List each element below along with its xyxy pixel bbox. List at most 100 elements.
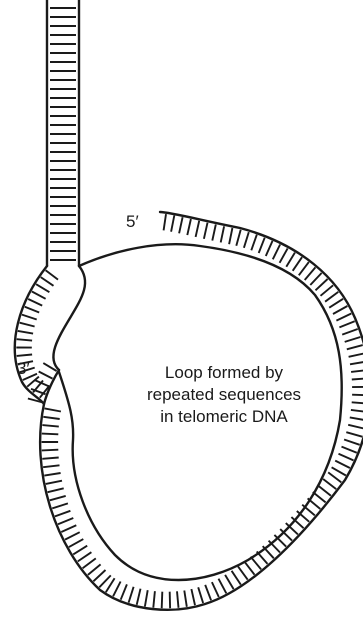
base-pair-rung [42,450,59,451]
loop-caption-line-3: in telomeric DNA [132,406,316,428]
base-pair-rung [153,591,155,607]
base-pair-rung [352,378,363,379]
base-pair-rung [244,562,254,575]
base-pair-rung [325,292,338,302]
base-pair-rung [113,582,121,597]
base-pair-rung [266,241,273,256]
duplex-stem [47,0,79,266]
base-pair-rung [184,591,187,607]
base-pair-rung [17,339,32,340]
base-pair-rung [41,277,54,286]
base-pair-rung [305,267,316,280]
base-pair-rung [329,299,343,308]
base-pair-rung [350,362,363,365]
base-pair-rung [323,479,336,489]
base-pair-rung [350,417,363,420]
base-pair-rung [352,395,363,396]
base-pair-rung [238,566,248,579]
base-pair-rung [177,591,179,608]
base-pair-rung [45,408,61,411]
three-prime-end-label: 3′ [17,360,30,377]
base-pair-rung [46,481,62,484]
base-pair-rung [25,307,39,313]
five-prime-end-label: 5′ [126,213,139,230]
base-pair-rung [43,465,59,467]
base-pair-rung [205,585,211,600]
base-pair-rung [339,321,354,327]
base-pair-rung [335,461,350,468]
base-pair-rung [164,214,166,230]
base-pair-rung [349,353,363,357]
base-pair-rung [73,546,87,555]
base-pair-rung [43,417,59,419]
loop-caption-line-1: Loop formed by [132,362,316,384]
base-pair-rung [219,579,227,594]
base-pair-rung [145,590,148,606]
base-pair-rung [345,337,361,342]
base-pair-rung [339,454,354,461]
base-pair-rung [42,434,59,435]
base-pair-rung [293,257,302,271]
base-pair-rung [308,498,321,509]
base-pair-rung [244,232,249,248]
base-pair-rung [352,402,363,403]
base-pair-rung [318,486,331,496]
loop-caption: Loop formed by repeated sequences in tel… [132,362,316,428]
base-pair-rung [187,219,191,235]
base-pair-rung [316,279,328,290]
d-loop-outer-strand [15,266,59,404]
base-pair-rung [48,488,64,492]
base-pair-rung [171,216,174,232]
base-pair-rung [88,564,101,575]
base-pair-rung [236,230,240,246]
base-pair-rung [232,571,241,585]
base-pair-rung [346,432,362,437]
base-pair-rung [198,587,203,603]
base-pair-rung [39,372,53,379]
base-pair-rung [18,331,33,334]
base-pair-rung [129,587,134,603]
base-pair-rung [83,558,96,568]
base-pair-rung [313,492,326,502]
base-pair-rung [251,557,262,570]
base-pair-rung [225,575,234,589]
base-pair-rung [162,592,163,609]
base-pair-rung [191,589,195,605]
base-pair-rung [36,284,49,292]
loop-caption-line-2: repeated sequences [132,384,316,406]
base-pair-rung [58,518,73,524]
base-pair-rung [61,525,76,532]
base-pair-rung [351,410,363,412]
base-pair-rung [342,447,357,453]
base-pair-rung [257,552,268,564]
base-pair-rung [42,425,58,427]
base-pair-rung [263,546,274,558]
base-pair-rung [17,355,32,356]
displacement-loop [15,266,85,404]
base-pair-rung [273,245,280,260]
base-pair-rung [229,228,232,244]
base-pair-rung [212,225,216,241]
base-pair-rung [55,511,71,517]
base-pair-rung [280,248,288,262]
base-pair-rung [344,440,360,445]
base-pair-rung [212,582,219,597]
base-pair-rung [44,473,60,476]
d-loop-inner-strand [53,266,85,370]
base-pair-rung [42,458,58,459]
base-pair-rung [179,217,183,233]
base-pair-rung [204,223,208,239]
base-pair-rung [328,472,341,482]
base-pair-rung [351,370,363,372]
base-pair-rung [259,238,265,253]
base-pair-rung [299,262,309,275]
base-pair-rung [347,345,363,349]
base-pair-rung [348,425,363,429]
base-pair-rung [251,235,256,251]
base-pair-rung [65,532,80,539]
base-pair-rung [286,253,295,267]
base-pair-rung [336,314,351,321]
base-pair-rung [46,270,58,279]
base-pair-rung [333,306,347,314]
